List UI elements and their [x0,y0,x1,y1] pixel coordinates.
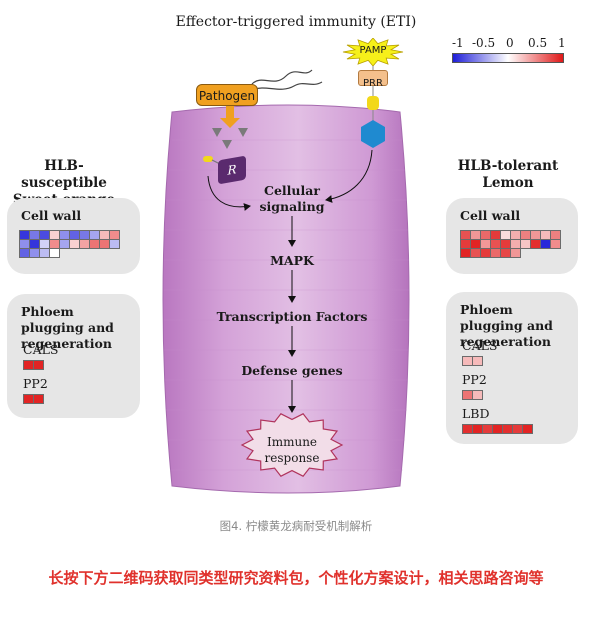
r-protein-label: R [227,162,237,178]
heatmap-cell [510,248,521,258]
pathogen-label: Pathogen [198,89,256,103]
r-protein: R [218,155,246,185]
heatmap-cell [550,239,561,249]
effector-triangle [222,140,232,149]
heatmap-cell [472,356,483,366]
effector-triangle [238,128,248,137]
diagram-title: Effector-triggered immunity (ETI) [175,14,417,30]
right-cell-wall-panel: Cell wall [446,198,578,274]
right-gene-pp2-label: PP2 [462,372,487,387]
left-header: HLB-susceptible Sweet orange [13,158,115,208]
heatmap-cell [522,424,533,434]
immunity-diagram [162,60,410,494]
promo-text[interactable]: 长按下方二维码获取同类型研究资料包，个性化方案设计，相关思路咨询等 [48,569,544,587]
pamp-label: PAMP [359,45,387,56]
step-mapk: MAPK [270,253,314,268]
left-cell-wall-panel: Cell wall [7,198,140,274]
legend-tick: 0.5 [528,36,548,50]
heatmap-cell [49,248,60,258]
right-phloem-title: Phloem plugging and regeneration [460,302,553,349]
right-phloem-panel: Phloem plugging and regeneration CALS PP… [446,292,578,444]
right-gene-cals-label: CALS [462,338,498,353]
pamp-star-shape [342,38,404,66]
r-protein-link [203,156,213,162]
heatmap-cell [472,390,483,400]
left-phloem-panel: Phloem plugging and regeneration CALS PP… [7,294,140,418]
immune-response-star [240,413,344,477]
prr-hexagon [361,120,385,148]
color-legend: -1 -0.5 0 0.5 1 [452,36,568,66]
heatmap-cell [109,239,120,249]
prr-arrow [325,149,373,203]
legend-tick: -0.5 [472,36,496,50]
figure-caption: 图4. 柠檬黄龙病耐受机制解析 [219,519,373,533]
legend-tick: -1 [452,36,464,50]
pamp-starburst: PAMP [342,38,404,66]
right-cell-wall-title: Cell wall [460,208,521,223]
left-cell-wall-title: Cell wall [21,208,82,223]
pathogen-box: Pathogen [196,84,258,106]
left-phloem-title: Phloem plugging and regeneration [21,304,114,351]
step-transcription-factors: Transcription Factors [216,309,368,324]
legend-gradient-bar [452,53,564,63]
pathogen-flagellum [251,69,313,85]
effector-triangle [212,128,222,137]
plant-cell [162,104,410,494]
prr-receptor: PRR [358,70,388,89]
legend-tick: 0 [506,36,514,50]
right-header: HLB-tolerant Lemon [457,158,559,191]
right-gene-lbd-label: LBD [462,406,490,421]
step-defense-genes: Defense genes [241,363,343,378]
heatmap-cell [33,360,44,370]
left-gene-pp2-label: PP2 [23,376,48,391]
legend-tick: 1 [558,36,566,50]
left-gene-cals-label: CALS [23,342,59,357]
heatmap-cell [33,394,44,404]
prr-yellow-link [367,96,379,110]
prr-label: PRR [363,78,383,89]
step-immune-response: Immune response [264,435,320,465]
pathogen-flagellum [251,81,323,91]
step-cellular-signaling: Cellular signaling [259,183,325,214]
effector-secretion-arrow [220,104,240,128]
r-protein-arrow [207,175,251,211]
